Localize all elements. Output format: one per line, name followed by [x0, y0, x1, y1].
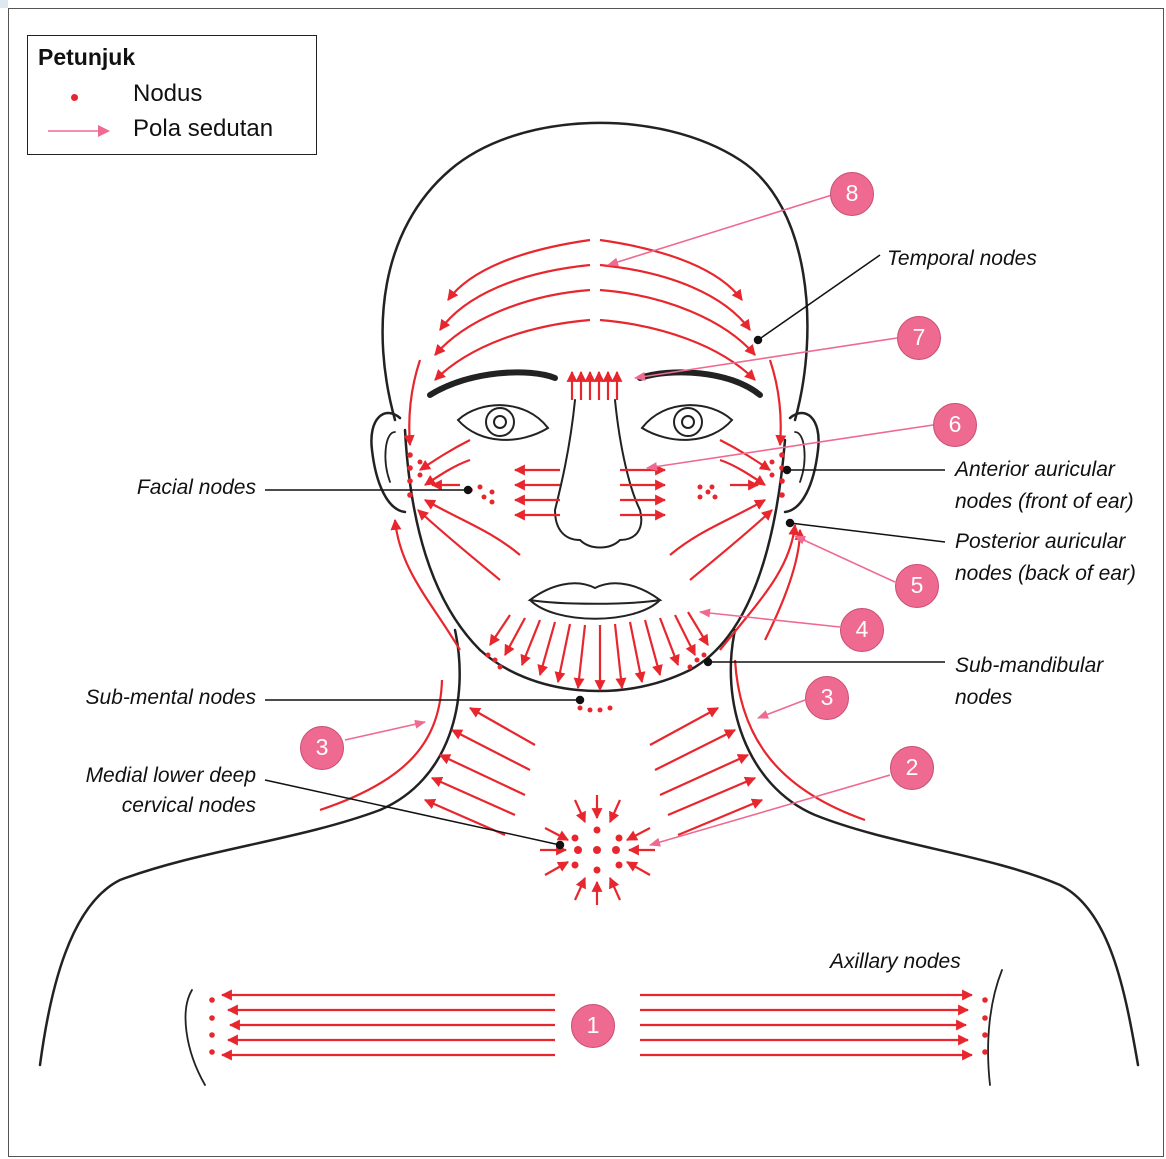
label-facial-nodes: Facial nodes: [60, 474, 256, 502]
legend-pattern-label: Pola sedutan: [133, 115, 273, 143]
right-shoulder-curve: [988, 970, 1002, 1085]
step-2: 2: [890, 746, 934, 790]
label-submandibular-2: nodes: [955, 684, 1012, 712]
step-pointers: [345, 195, 933, 845]
right-ear: [785, 413, 819, 512]
neck-right: [731, 630, 1138, 1065]
step-5: 5: [895, 564, 939, 608]
step-3-right: 3: [805, 676, 849, 720]
step-8: 8: [830, 172, 874, 216]
label-axillary-nodes: Axillary nodes: [830, 948, 961, 976]
step-6: 6: [933, 403, 977, 447]
left-ear: [371, 413, 405, 512]
leader-lines: [265, 255, 945, 849]
label-posterior-1: Posterior auricular: [955, 528, 1125, 556]
label-medial-2: cervical nodes: [20, 792, 256, 820]
label-posterior-2: nodes (back of ear): [955, 560, 1136, 588]
head-outline: [383, 123, 808, 420]
step-7: 7: [897, 316, 941, 360]
right-eyebrow: [640, 372, 760, 395]
right-ear-inner: [795, 432, 805, 482]
label-submental-nodes: Sub-mental nodes: [20, 684, 256, 712]
step-3-left: 3: [300, 726, 344, 770]
mouth-upper: [530, 583, 660, 603]
face-outline: [405, 430, 785, 691]
step-4: 4: [840, 608, 884, 652]
left-ear-inner: [385, 432, 395, 482]
label-anterior-1: Anterior auricular: [955, 456, 1115, 484]
left-eyebrow: [430, 372, 555, 395]
right-eye: [642, 405, 732, 440]
step-1: 1: [571, 1004, 615, 1048]
label-medial-1: Medial lower deep: [20, 762, 256, 790]
label-anterior-2: nodes (front of ear): [955, 488, 1134, 516]
label-submandibular-1: Sub-mandibular: [955, 652, 1103, 680]
nose: [555, 400, 641, 548]
label-temporal-nodes: Temporal nodes: [887, 245, 1037, 273]
legend: Petunjuk Nodus Pola sedutan: [27, 35, 317, 155]
left-shoulder-curve: [186, 990, 205, 1085]
